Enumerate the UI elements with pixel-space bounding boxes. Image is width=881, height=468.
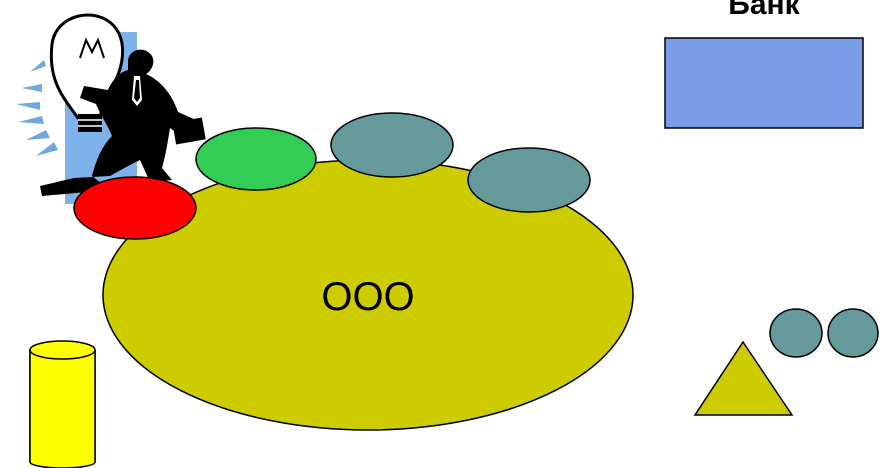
main-company-label: ООО bbox=[321, 275, 414, 319]
businessman-lightbulb-icon bbox=[16, 15, 206, 204]
green-ellipse bbox=[196, 128, 316, 190]
teal-ellipse-1 bbox=[331, 113, 453, 177]
bank-box bbox=[665, 38, 863, 128]
teal-circle-1 bbox=[770, 309, 822, 357]
red-ellipse bbox=[74, 177, 196, 239]
triangle-shape bbox=[695, 342, 792, 415]
cylinder-shape bbox=[30, 341, 95, 468]
teal-ellipse-2 bbox=[468, 148, 590, 212]
bank-label: Банк bbox=[728, 0, 800, 21]
teal-circle-2 bbox=[828, 309, 878, 357]
